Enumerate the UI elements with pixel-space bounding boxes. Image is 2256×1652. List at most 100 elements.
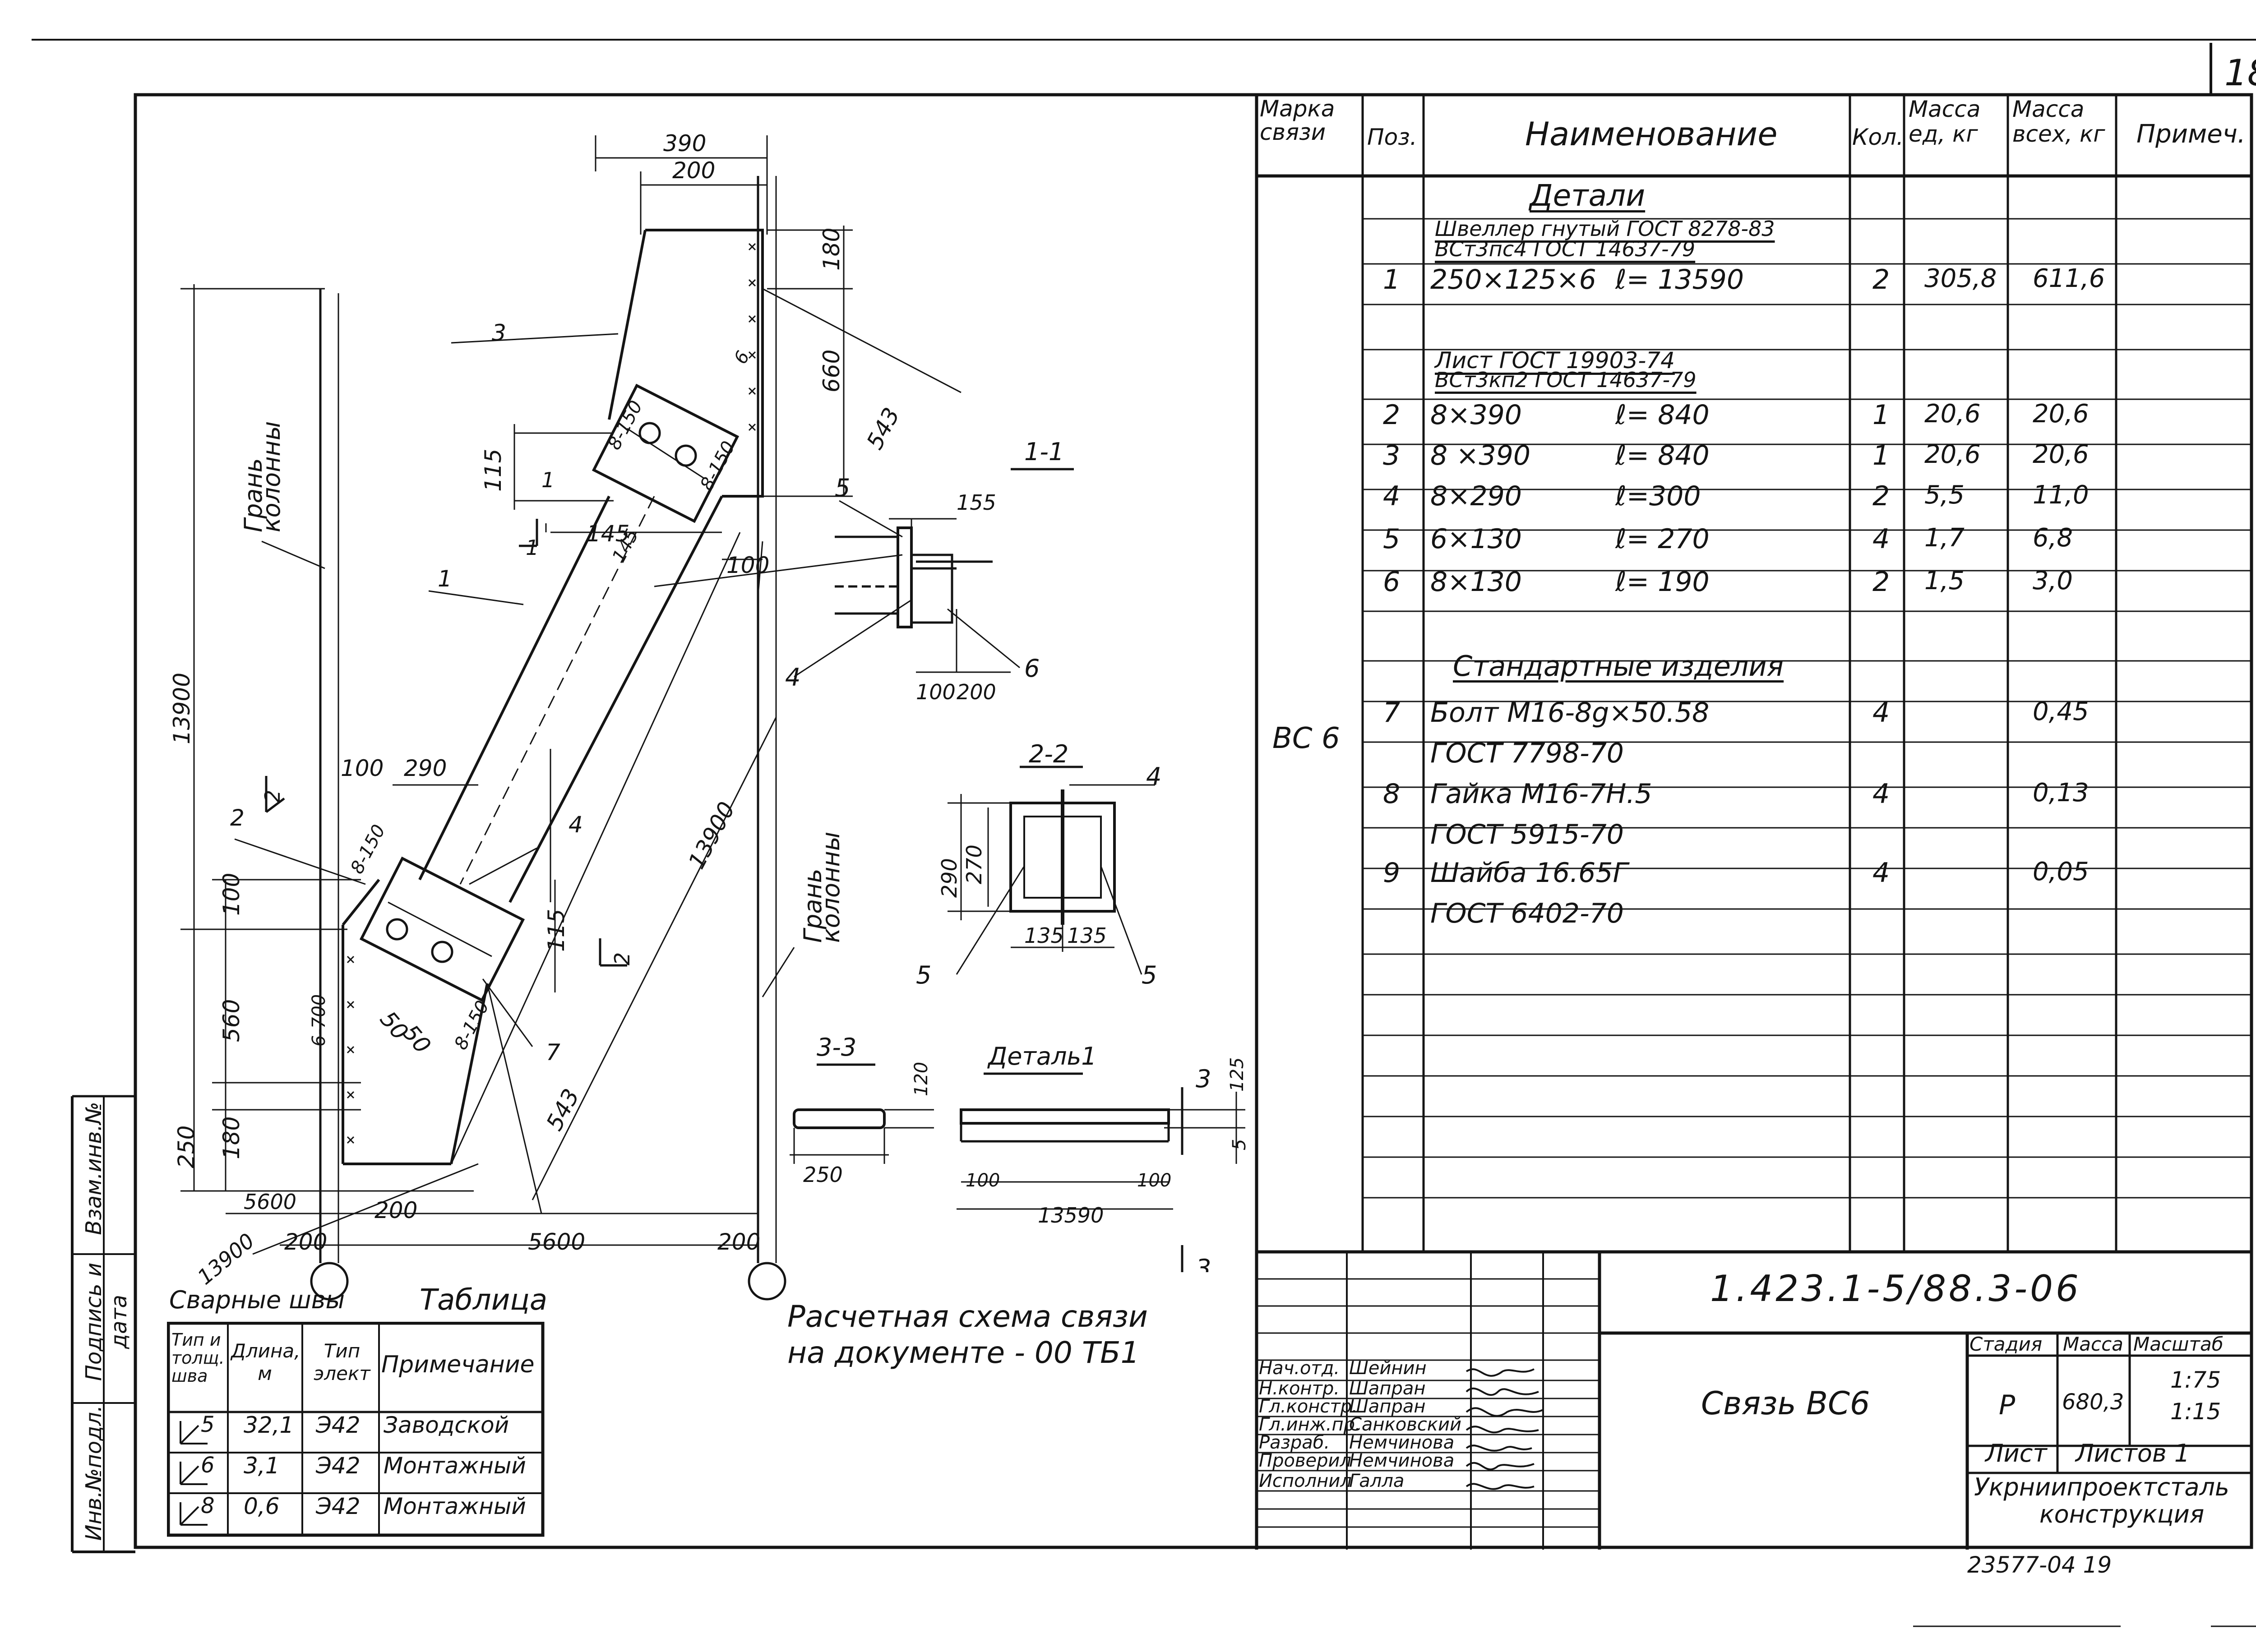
svg-text:13900: 13900 [683, 798, 740, 873]
weld-row-length: 32,1 [244, 1412, 294, 1438]
spec-row-mass-total: 20,6 [2033, 440, 2089, 469]
spec-row-name-2: ГОСТ 7798-70 [1430, 738, 1624, 769]
svg-text:135: 135 [1067, 923, 1107, 948]
svg-text:13590: 13590 [1038, 1203, 1104, 1227]
spec-row-mass-unit: 1,7 [1924, 523, 1965, 553]
callout-3: 3 [492, 320, 506, 346]
section-1-1-plate [897, 526, 913, 628]
svg-text:8-150: 8-150 [696, 438, 739, 494]
welds-header-electrode: Тип элект [314, 1340, 370, 1384]
spec-header-note: Примеч. [2136, 120, 2246, 149]
person-name: Шейнин [1349, 1358, 1427, 1379]
spec-row-length: ℓ= 840 [1615, 440, 1710, 471]
spec-row-qty: 4 [1872, 697, 1890, 729]
svg-text:100: 100 [1137, 1170, 1171, 1191]
spec-row-pos: 3 [1383, 440, 1401, 471]
weld-row-electrode: Э42 [316, 1493, 361, 1519]
svg-text:100: 100 [916, 680, 956, 704]
spec-row-pos: 8 [1383, 778, 1401, 810]
svg-text:135: 135 [1024, 923, 1064, 948]
weld-row-note: Монтажный [384, 1493, 526, 1519]
sheet-number: 18 [2224, 52, 2256, 94]
svg-text:290: 290 [404, 755, 447, 781]
callout-2: 2 [230, 805, 245, 831]
spec-row-mass-total: 0,13 [2033, 778, 2089, 808]
spec-row-mass-unit: 20,6 [1924, 399, 1981, 429]
detail-1-title: Деталь1 [987, 1042, 1097, 1071]
spec-row-name: 250×125×6 [1430, 264, 1596, 295]
welds-caption-left: Сварные швы [169, 1286, 345, 1314]
spec-row-mass-total: 0,05 [2033, 857, 2089, 886]
svg-text:120: 120 [911, 1062, 932, 1096]
spec-row-length: ℓ= 840 [1615, 399, 1710, 431]
dim-390: 390 [663, 130, 706, 157]
section-3-3-title: 3-3 [817, 1033, 856, 1061]
person-name: Шапран [1349, 1378, 1426, 1399]
scale-value-1: 1:75 [2170, 1367, 2221, 1393]
spec-row-qty: 4 [1872, 778, 1890, 810]
spec-row-mass-total: 11,0 [2033, 480, 2089, 510]
sections-drawing: 1-1 155 5 4 100 200 6 2-2 4 290 270 135 … [785, 438, 1250, 1272]
svg-text:125: 125 [1227, 1057, 1248, 1092]
svg-text:1: 1 [526, 535, 539, 560]
svg-text:2: 2 [260, 790, 285, 803]
spec-header-qty: Кол. [1852, 124, 1904, 150]
svg-text:290: 290 [937, 858, 962, 898]
svg-text:100: 100 [726, 552, 769, 578]
scale-value-2: 1:15 [2170, 1398, 2221, 1425]
weld-row-length: 3,1 [244, 1453, 280, 1479]
svg-text:200: 200 [284, 1229, 327, 1255]
svg-text:100: 100 [341, 755, 384, 781]
svg-text:100: 100 [966, 1170, 1000, 1191]
spec-header-name: Наименование [1525, 115, 1778, 153]
svg-text:3: 3 [1196, 1254, 1211, 1272]
elevation-drawing: 390 200 180 660 543 6 3 8-150 115 145 14… [169, 130, 962, 1301]
spec-row-name: Гайка М16-7Н.5 [1430, 778, 1652, 810]
weld-row-electrode: Э42 [316, 1453, 361, 1479]
tb-header-mass: Масса [2063, 1333, 2123, 1355]
spec-row-qty: 4 [1872, 523, 1890, 555]
callout-7: 7 [546, 1039, 560, 1066]
person-name: Немчинова [1349, 1450, 1455, 1471]
person-name: Немчинова [1349, 1432, 1455, 1453]
welds-header-note: Примечание [381, 1351, 535, 1378]
svg-text:100: 100 [218, 873, 245, 916]
spec-row-mass-total: 0,45 [2033, 697, 2089, 726]
svg-text:4: 4 [785, 663, 800, 692]
person-name: Шапран [1349, 1396, 1426, 1417]
spec-row-name: 8×290 [1430, 480, 1522, 512]
tb-header-stage: Стадия [1969, 1333, 2043, 1355]
spec-row-name-2: ГОСТ 5915-70 [1430, 819, 1624, 850]
column-face-label-left: Грань [239, 458, 268, 532]
spec-row-mass-unit: 1,5 [1924, 566, 1965, 595]
svg-text:13900: 13900 [193, 1228, 259, 1289]
spec-row-mass-unit: 20,6 [1924, 440, 1981, 469]
section-1-1-title: 1-1 [1024, 438, 1064, 466]
spec-row-pos: 7 [1383, 697, 1401, 729]
section-3-3-profile [793, 1108, 886, 1129]
svg-text:6-700: 6-700 [309, 994, 329, 1047]
document-code: 1.423.1-5/88.3-06 [1710, 1268, 2081, 1310]
svg-text:8-150: 8-150 [604, 397, 647, 453]
svg-text:145: 145 [587, 521, 629, 547]
svg-text:колонны: колонны [817, 832, 845, 943]
svg-text:250: 250 [803, 1163, 843, 1187]
spec-row-mass-total: 20,6 [2033, 399, 2089, 429]
callout-4: 4 [569, 812, 583, 838]
top-connection-box [592, 383, 740, 523]
organization-line-2: конструкция [2039, 1500, 2205, 1528]
svg-text:5: 5 [1142, 961, 1157, 989]
tb-header-scale: Масштаб [2133, 1333, 2224, 1355]
section-2-2-title: 2-2 [1029, 740, 1068, 768]
person-role: Нач.отд. [1259, 1358, 1340, 1379]
svg-text:660: 660 [818, 350, 845, 392]
tb-header-sheets: Листов 1 [2076, 1439, 2190, 1467]
svg-text:115: 115 [480, 449, 506, 492]
svg-text:5600: 5600 [528, 1229, 585, 1255]
weld-row-type: 8 [201, 1493, 215, 1518]
spec-row-qty: 2 [1872, 566, 1890, 598]
svg-text:155: 155 [957, 490, 996, 515]
spec-header-pos: Поз. [1367, 124, 1417, 150]
spec-section-standard: Стандартные изделия [1453, 650, 1784, 683]
